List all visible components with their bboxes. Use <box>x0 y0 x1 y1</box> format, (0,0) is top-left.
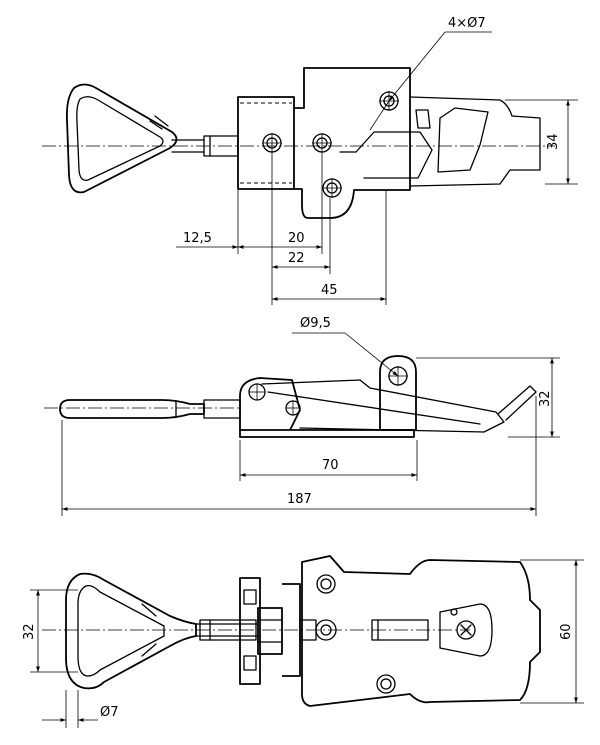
bottom-handle-loop <box>65 572 197 690</box>
dim-top-height-label: 34 <box>546 133 561 150</box>
dim-base-label: 70 <box>322 458 339 473</box>
dim-overall: 187 <box>61 396 537 516</box>
top-holes <box>262 91 399 198</box>
dim-offset-label: 12,5 <box>183 231 212 246</box>
side-view: Ø9,5 32 70 187 <box>44 316 560 516</box>
dim-side-height: 32 <box>416 357 560 438</box>
side-body <box>239 355 537 438</box>
top-latch-arm <box>339 96 541 187</box>
bottom-bracket <box>239 577 317 685</box>
dim-loop: 32 <box>22 589 78 673</box>
base-hole-2 <box>376 674 396 694</box>
dim-overall-label: 187 <box>287 492 312 507</box>
dim-hole-spacing-label: 20 <box>288 231 305 246</box>
dim-pivot: Ø9,5 <box>292 316 399 377</box>
side-handle <box>59 399 241 419</box>
bottom-base <box>301 555 541 707</box>
dim-wire: Ø7 <box>42 690 119 728</box>
top-handle-loop <box>65 83 178 194</box>
dim-45-label: 45 <box>321 283 338 298</box>
arm-pivot <box>315 619 337 641</box>
base-hole-1 <box>316 574 336 594</box>
dim-top-horizontal: 12,5 20 22 45 <box>176 153 387 305</box>
pivot-label: Ø9,5 <box>300 316 331 331</box>
dim-top-height: 34 <box>505 99 578 185</box>
bottom-rod <box>195 619 259 641</box>
holes-label: 4×Ø7 <box>448 16 486 31</box>
top-view: 4×Ø7 34 12,5 20 22 45 <box>42 16 578 305</box>
dim-bottom-height-label: 60 <box>559 623 574 640</box>
brand-logo <box>456 620 476 640</box>
dim-wire-label: Ø7 <box>100 705 119 720</box>
dim-base: 70 <box>239 440 418 481</box>
bottom-view: 32 Ø7 60 <box>22 555 584 728</box>
dim-bottom-height: 60 <box>520 559 584 704</box>
dim-loop-label: 32 <box>22 623 37 640</box>
dim-holes: 4×Ø7 <box>369 16 492 131</box>
dim-22-label: 22 <box>288 251 305 266</box>
dim-side-height-label: 32 <box>538 390 553 407</box>
